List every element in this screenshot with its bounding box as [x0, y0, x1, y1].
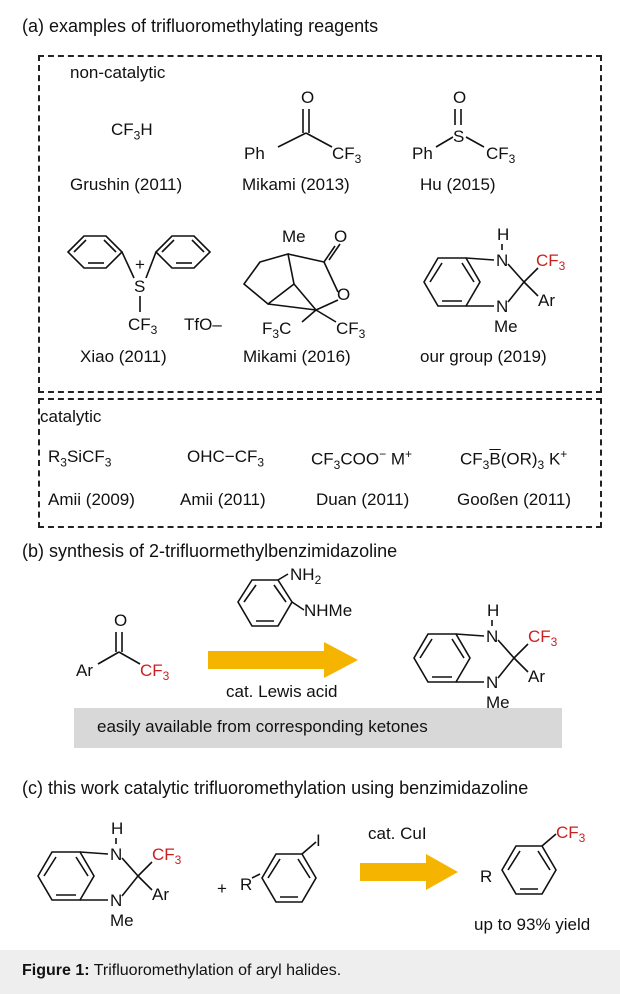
svg-text:Ar: Ar: [538, 291, 555, 310]
svg-text:Ar: Ar: [528, 667, 545, 686]
svg-text:S: S: [453, 127, 464, 146]
author-our-group: our group (2019): [420, 347, 547, 366]
author-goossen: Gooßen (2011): [457, 490, 572, 509]
reaction-arrow-b: [208, 642, 358, 678]
diphenyl-trifluoromethylsulfonium-structure: + S CF3 TfO–: [66, 235, 222, 337]
caption-label: Figure 1:: [22, 962, 90, 979]
svg-text:Ar: Ar: [76, 661, 93, 680]
svg-text:O: O: [334, 227, 347, 246]
ohc-cf3-formula: OHC−CF3: [187, 447, 265, 470]
svg-text:N: N: [110, 845, 122, 864]
author-amii-2009: Amii (2009): [48, 490, 135, 509]
svg-text:Ar: Ar: [152, 885, 169, 904]
noncatalytic-box: [38, 55, 602, 393]
svg-text:CF3: CF3: [336, 319, 366, 341]
author-hu: Hu (2015): [420, 175, 496, 194]
catalytic-label: catalytic: [40, 407, 102, 426]
svg-text:CF3: CF3: [536, 251, 566, 273]
svg-text:Me: Me: [282, 227, 306, 246]
svg-text:CF3: CF3: [486, 144, 516, 166]
bicyclic-oxazolidinone-structure: Me O O F3C CF3: [242, 227, 366, 341]
svg-text:H: H: [497, 225, 509, 244]
svg-text:H: H: [111, 819, 123, 838]
svg-text:N: N: [496, 297, 508, 316]
svg-text:CF3: CF3: [152, 845, 182, 867]
reaction-arrow-c: [360, 854, 458, 890]
svg-text:Ph: Ph: [412, 144, 433, 163]
note-bar: [74, 708, 562, 748]
aryl-iodide-structure: R I: [240, 831, 321, 903]
svg-text:NHMe: NHMe: [304, 601, 352, 620]
benzimidazoline-reagent-structure: H N N CF3 Ar Me: [423, 225, 566, 336]
condition-cui: cat. CuI: [368, 824, 427, 843]
svg-text:TfO–: TfO–: [184, 315, 222, 334]
r3sicf3-formula: R3SiCF3: [48, 447, 112, 470]
noncatalytic-label: non-catalytic: [70, 63, 166, 82]
svg-text:R: R: [240, 875, 252, 894]
figure-caption: Figure 1: Trifluoromethylation of aryl h…: [22, 962, 341, 980]
catalytic-box: [38, 398, 602, 528]
svg-text:Me: Me: [110, 911, 134, 930]
svg-text:Me: Me: [494, 317, 518, 336]
yield-text: up to 93% yield: [474, 915, 591, 934]
trifluoroacetate-formula: CF3COO− M+: [311, 447, 413, 473]
aryl-trifluoromethyl-ketone-structure: O Ar CF3: [76, 611, 170, 683]
svg-text:H: H: [487, 601, 499, 620]
trifluoromethylarene-structure: R CF3: [480, 823, 586, 895]
benzimidazoline-reagent-c-structure: H N N CF3 Ar Me: [37, 819, 182, 930]
caption-background: [0, 950, 620, 994]
svg-text:N: N: [486, 627, 498, 646]
svg-text:O: O: [114, 611, 127, 630]
trifluoromethylborate-formula: CF3B(OR)3 K+: [460, 447, 568, 473]
svg-text:N: N: [486, 673, 498, 692]
author-grushin: Grushin (2011): [70, 175, 183, 194]
author-xiao: Xiao (2011): [80, 347, 167, 366]
svg-text:O: O: [453, 88, 466, 107]
svg-text:I: I: [316, 831, 321, 850]
svg-text:N: N: [110, 891, 122, 910]
svg-text:CF3: CF3: [556, 823, 586, 845]
svg-text:Me: Me: [486, 693, 510, 712]
caption-text: Trifluoromethylation of aryl halides.: [89, 962, 342, 979]
condition-lewis-acid: cat. Lewis acid: [226, 682, 338, 701]
svg-text:Ph: Ph: [244, 144, 265, 163]
trifluoroacetophenone-structure: O Ph CF3: [244, 88, 362, 166]
svg-text:S: S: [134, 277, 145, 296]
author-mikami-2016: Mikami (2016): [243, 347, 351, 366]
svg-text:F3C: F3C: [262, 319, 291, 341]
plus-sign: +: [217, 879, 227, 898]
author-duan: Duan (2011): [316, 490, 410, 509]
author-amii-2011: Amii (2011): [180, 490, 266, 509]
author-mikami-2013: Mikami (2013): [242, 175, 350, 194]
svg-text:CF3: CF3: [528, 627, 558, 649]
n-methyl-phenylenediamine-structure: NH2 NHMe: [237, 565, 352, 627]
cf3h-formula: CF3H: [111, 120, 153, 143]
svg-text:O: O: [301, 88, 314, 107]
svg-text:N: N: [496, 251, 508, 270]
svg-text:CF3: CF3: [128, 315, 158, 337]
svg-text:O: O: [337, 285, 350, 304]
section-c-title: (c) this work catalytic trifluoromethyla…: [22, 778, 529, 798]
section-b-title: (b) synthesis of 2-trifluormethylbenzimi…: [22, 541, 398, 561]
svg-text:NH2: NH2: [290, 565, 322, 587]
phenyl-trifluoromethyl-sulfoxide-structure: O S Ph CF3: [412, 88, 516, 166]
note-text: easily available from corresponding keto…: [97, 717, 428, 736]
benzimidazoline-product-structure: H N N CF3 Ar Me: [413, 601, 558, 712]
svg-text:CF3: CF3: [332, 144, 362, 166]
svg-text:R: R: [480, 867, 492, 886]
section-a-title: (a) examples of trifluoromethylating rea…: [22, 16, 379, 36]
svg-text:+: +: [135, 255, 145, 274]
svg-text:CF3: CF3: [140, 661, 170, 683]
